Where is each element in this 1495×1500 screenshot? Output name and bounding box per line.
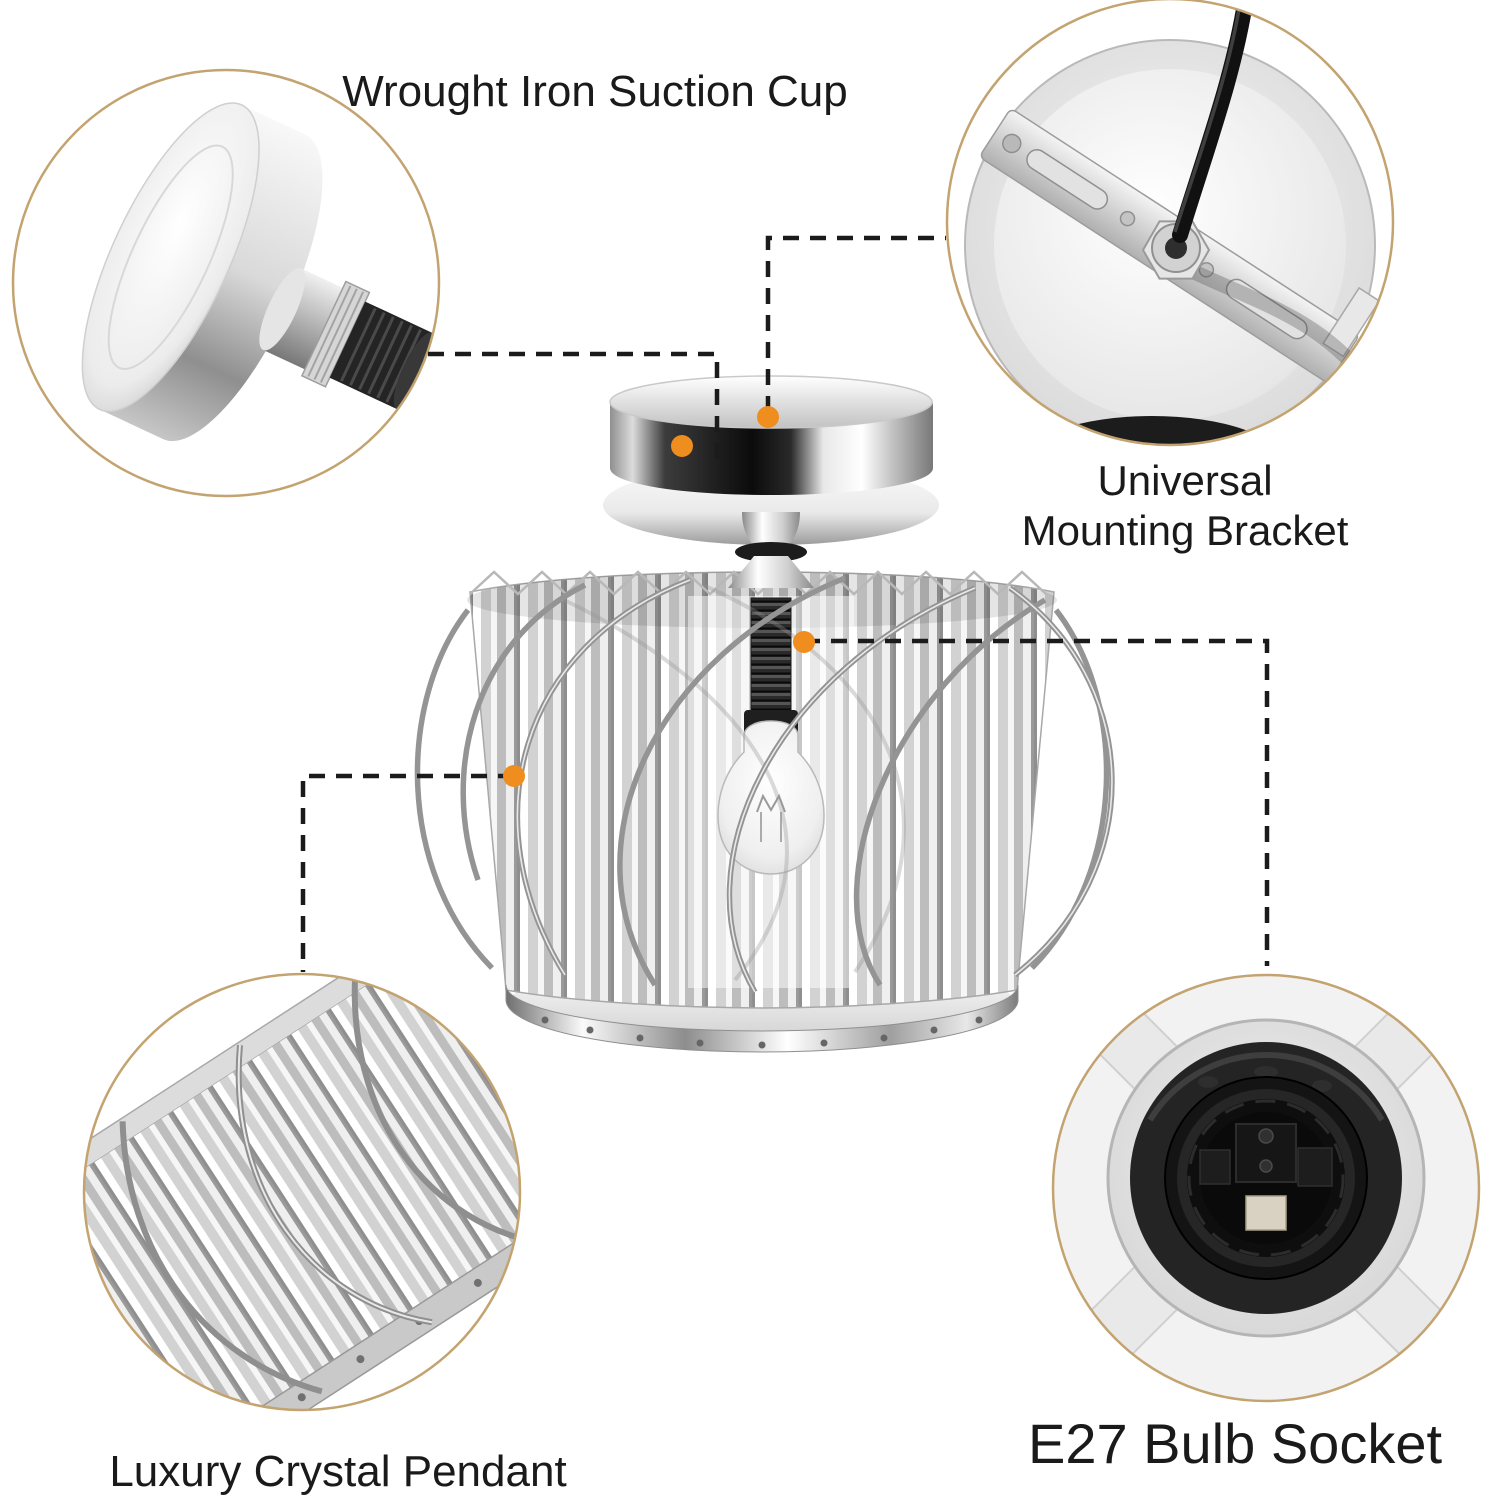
callout-circle-bulb-socket bbox=[1051, 973, 1481, 1403]
ring-screws bbox=[541, 1016, 983, 1049]
marker-dot-crystal-pendant bbox=[503, 765, 525, 787]
label-mounting-bracket-line2: Mounting Bracket bbox=[1021, 507, 1349, 555]
connector-crystal-pendant bbox=[300, 773, 514, 972]
marker-dot-suction-cup bbox=[671, 435, 693, 457]
label-suction-cup: Wrought Iron Suction Cup bbox=[342, 67, 848, 116]
marker-dot-mounting-bracket bbox=[757, 406, 779, 428]
cage-wire-highlights bbox=[516, 579, 1113, 993]
callout-circle-mounting-bracket bbox=[945, 0, 1395, 447]
center-fixture bbox=[414, 375, 1115, 1053]
label-crystal-pendant: Luxury Crystal Pendant bbox=[109, 1447, 567, 1496]
marker-dot-bulb-socket bbox=[793, 631, 815, 653]
connector-bulb-socket bbox=[804, 638, 1270, 966]
label-bulb-socket: E27 Bulb Socket bbox=[1027, 1412, 1443, 1475]
connector-suction-cup bbox=[428, 351, 720, 466]
callout-circle-crystal-pendant bbox=[82, 972, 522, 1412]
connector-mounting-bracket bbox=[765, 235, 946, 412]
callout-circle-suction-cup bbox=[11, 68, 441, 498]
label-mounting-bracket: Universal Mounting Bracket bbox=[975, 456, 1395, 557]
label-mounting-bracket-line1: Universal bbox=[1097, 457, 1273, 504]
